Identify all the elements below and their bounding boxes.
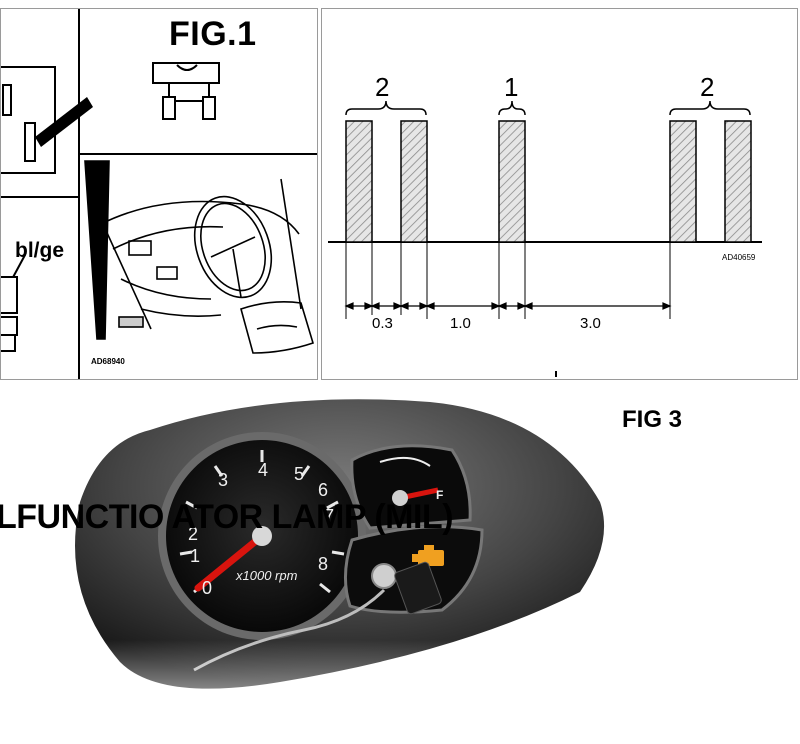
tach-number-7: 7 [324, 506, 335, 526]
pulse-5 [724, 120, 752, 243]
dashboard-illustration [84, 160, 314, 354]
fuel-full-label: F [436, 488, 444, 502]
mil-caption: LFUNCTIO ATOR LAMP (MIL) [0, 498, 454, 536]
pulse-4 [669, 120, 697, 243]
tach-needle [194, 532, 266, 592]
warning-lamp-area [193, 525, 484, 672]
fuel-gauge [350, 444, 472, 530]
duration-label-medium: 1.0 [450, 315, 471, 332]
group-label-2: 1 [504, 72, 519, 102]
fig2-panel: 2 1 2 0.3 1.0 3.0 AD40659 [321, 8, 798, 380]
fig2-image-code: AD40659 [722, 253, 756, 262]
fuse-icon [152, 62, 220, 120]
tach-number-5: 5 [294, 464, 305, 484]
duration-label-long: 3.0 [580, 315, 601, 332]
fig1-panel: FIG.1 bl/ge AD68940 [0, 8, 318, 380]
dimension-arrows [344, 302, 672, 310]
group-label-1: 2 [375, 72, 390, 102]
pulse-1 [345, 120, 373, 243]
tachometer [158, 432, 366, 640]
pulse-2 [400, 120, 428, 243]
tach-number-0: 0 [202, 578, 213, 598]
fig3-title: FIG 3 [622, 406, 683, 433]
fig1-drawing [0, 9, 317, 379]
pulse-diagram [328, 100, 762, 377]
wire-color-label: bl/ge [15, 239, 65, 262]
brace-group-2 [498, 100, 526, 116]
connector-icon [0, 254, 26, 352]
fig1-image-code: AD68940 [91, 357, 125, 366]
tach-number-2: 2 [188, 524, 199, 544]
tach-number-1: 1 [190, 546, 201, 566]
tach-number-8: 8 [318, 554, 329, 574]
brace-group-1 [345, 100, 427, 116]
fig1-title: FIG.1 [169, 15, 257, 53]
brace-group-3 [669, 100, 751, 116]
pulse-3 [498, 120, 526, 243]
tach-number-4: 4 [258, 460, 269, 480]
tach-number-6: 6 [318, 480, 329, 500]
gauge-units-label: x1000 rpm [236, 568, 298, 583]
duration-label-short: 0.3 [372, 315, 393, 332]
tach-number-3: 3 [218, 470, 229, 490]
instrument-cluster [0, 399, 800, 744]
group-label-3: 2 [700, 72, 715, 102]
